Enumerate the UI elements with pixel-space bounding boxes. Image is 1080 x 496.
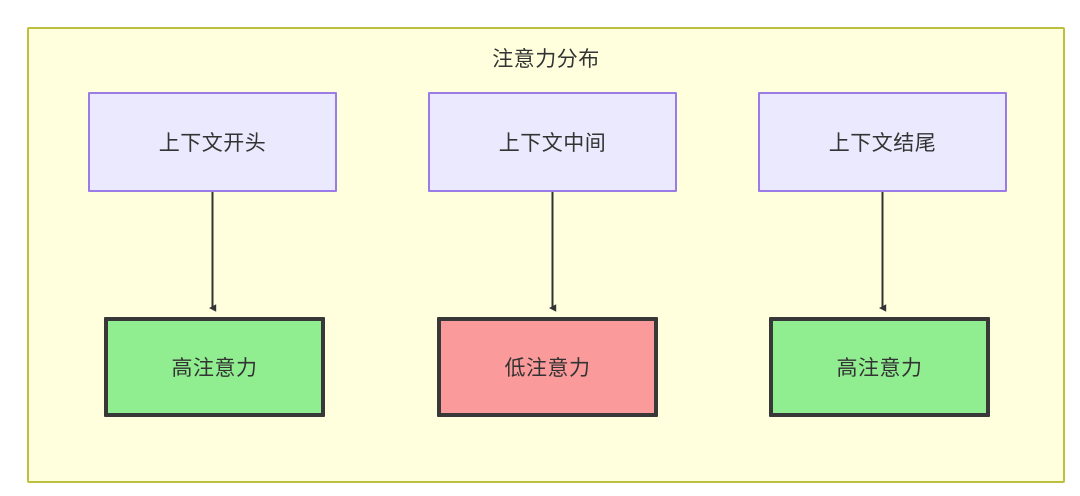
node-context-middle[interactable]: 上下文中间 <box>428 92 677 192</box>
node-attention-end-label: 高注意力 <box>836 357 923 380</box>
node-context-start[interactable]: 上下文开头 <box>88 92 337 192</box>
node-attention-start[interactable]: 高注意力 <box>104 317 325 417</box>
node-attention-middle-label: 低注意力 <box>504 357 591 380</box>
node-attention-start-label: 高注意力 <box>171 357 258 380</box>
node-context-end[interactable]: 上下文结尾 <box>758 92 1007 192</box>
node-context-end-label: 上下文结尾 <box>828 132 937 155</box>
node-attention-end[interactable]: 高注意力 <box>769 317 990 417</box>
cluster-title: 注意力分布 <box>492 48 600 71</box>
node-context-start-label: 上下文开头 <box>158 132 267 155</box>
node-context-middle-label: 上下文中间 <box>498 132 607 155</box>
node-attention-middle[interactable]: 低注意力 <box>437 317 658 417</box>
